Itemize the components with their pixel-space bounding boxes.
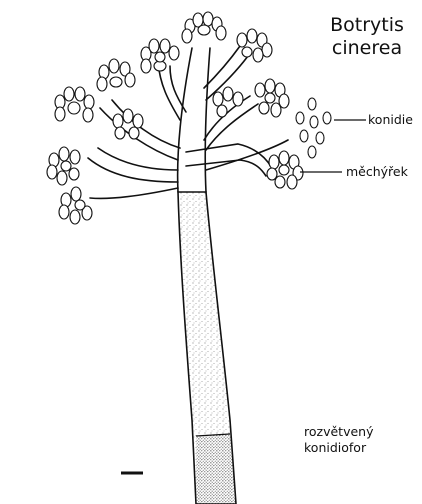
cluster-upper-right xyxy=(237,29,272,62)
cluster-mid-left xyxy=(97,59,135,91)
cluster-left xyxy=(55,87,94,122)
cluster-lower-left xyxy=(47,147,80,185)
cluster-top xyxy=(182,12,226,43)
species-title: Botrytis cinerea xyxy=(324,14,410,60)
cluster-right-upper xyxy=(255,79,289,117)
title-line-1: Botrytis xyxy=(324,14,410,37)
cluster-bottom-left xyxy=(59,187,92,224)
cluster-inner-left xyxy=(113,109,143,139)
conidiophore-line-1: rozvětvený xyxy=(304,424,373,440)
conidiophore-stalk xyxy=(178,192,236,504)
label-vesicle: měchýřek xyxy=(346,164,408,180)
loose-conidia xyxy=(296,98,331,158)
label-conidiophore: rozvětvený konidiofor xyxy=(304,424,373,456)
conidia-clusters xyxy=(47,12,303,224)
title-line-2: cinerea xyxy=(324,37,410,60)
conidiophore-line-2: konidiofor xyxy=(304,440,373,456)
cluster-vesicle xyxy=(267,151,303,189)
cluster-upper-left xyxy=(141,39,179,73)
label-conidia: konidie xyxy=(368,112,413,128)
